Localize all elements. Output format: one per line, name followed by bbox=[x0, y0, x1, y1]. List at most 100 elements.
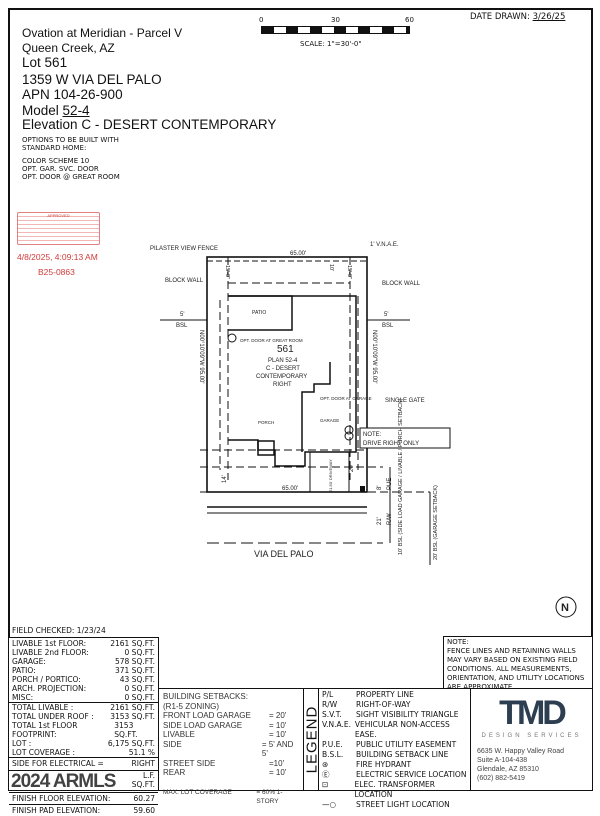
vnae-label: 1' V.N.A.E. bbox=[370, 242, 399, 248]
legend-item-label: ⊡ bbox=[322, 780, 329, 789]
lot-width-top: 65.00' bbox=[290, 251, 306, 257]
area-row-label: LIVABLE 2nd FLOOR: bbox=[12, 648, 89, 657]
setback-row-label: SIDE LOAD GARAGE bbox=[163, 720, 243, 730]
area-row: MISC:0 SQ.FT. bbox=[9, 693, 158, 702]
transformer-icon bbox=[360, 486, 365, 492]
legend-item: —○STREET LIGHT LOCATION bbox=[322, 800, 470, 810]
bsl-right: BSL bbox=[382, 323, 394, 329]
driveway-label: 21.50' DRIVEWAY bbox=[328, 459, 333, 492]
company-suite: Suite A-104-438 bbox=[477, 757, 528, 764]
company-logo: TMD bbox=[499, 694, 567, 732]
area-row-label: ARCH. PROJECTION: bbox=[12, 684, 87, 693]
fence-lf: L.F. bbox=[142, 771, 155, 780]
options-title: OPTIONS TO BE BUILT WITH STANDARD HOME: bbox=[22, 136, 119, 152]
elevation: Elevation C - DESERT CONTEMPORARY bbox=[22, 118, 276, 132]
legend-item-value: SIGHT VISIBILITY TRIANGLE bbox=[356, 710, 459, 719]
area-row-value: 0 SQ.FT. bbox=[124, 684, 155, 693]
area-row-value: 371 SQ.FT. bbox=[114, 666, 155, 675]
bsl-10-label: 10' BSL (SIDE LOAD GARAGE / LIVABLE / PO… bbox=[398, 398, 404, 555]
address: 1359 W VIA DEL PALO bbox=[22, 72, 162, 87]
electrical-label: SIDE FOR ELECTRICAL = bbox=[12, 759, 104, 768]
block-wall-left: BLOCK WALL bbox=[165, 278, 204, 284]
model-value: 52-4 bbox=[62, 103, 90, 118]
stamp-date: 4/8/2025, 4:09:13 AM bbox=[17, 252, 98, 262]
pilaster-label: PILASTER VIEW FENCE bbox=[150, 246, 218, 252]
elevation-label: Elevation bbox=[22, 117, 78, 132]
legend-item-label: ⊛ bbox=[322, 760, 329, 769]
legend-item-value: ELEC. TRANSFORMER LOCATION bbox=[354, 780, 436, 799]
total-row-label: LOT : bbox=[12, 739, 32, 748]
legend-item-value: PUBLIC UTILITY EASEMENT bbox=[356, 740, 457, 749]
rw-label: R/W bbox=[387, 513, 393, 525]
area-row-label: LIVABLE 1st FLOOR: bbox=[12, 639, 87, 648]
total-row: TOTAL LIVABLE :2161 SQ.FT. bbox=[9, 703, 158, 712]
lot-width-bottom: 65.00' bbox=[282, 486, 298, 492]
legend-item-label: S.V.T. bbox=[322, 710, 342, 719]
area-row-label: GARAGE: bbox=[12, 657, 46, 666]
area-row-value: 0 SQ.FT. bbox=[124, 648, 155, 657]
legend-item-label: R/W bbox=[322, 700, 338, 709]
setbacks-title: BUILDING SETBACKS: bbox=[163, 692, 248, 701]
drive-note-title: NOTE: bbox=[363, 432, 382, 438]
apn: APN 104-26-900 bbox=[22, 88, 123, 102]
pad-elevation-label: FINISH PAD ELEVATION: bbox=[12, 806, 101, 815]
lot-line: Lot 561 bbox=[22, 56, 67, 70]
setback-row: FRONT LOAD GARAGE= 20' bbox=[163, 711, 299, 721]
bsl-right-dim: 5' bbox=[384, 312, 388, 318]
total-row: LOT COVERAGE :51.1 % bbox=[9, 748, 158, 757]
lot-number: 561 bbox=[44, 55, 68, 70]
max-coverage-label: MAX. LOT COVERAGE bbox=[163, 788, 232, 796]
drive-note-box bbox=[359, 427, 451, 449]
total-row-label: TOTAL UNDER ROOF : bbox=[12, 712, 94, 721]
permit-number: B25-0863 bbox=[38, 267, 75, 277]
fire-hydrant-icon bbox=[344, 425, 354, 435]
note-title: NOTE: bbox=[447, 638, 469, 646]
area-row: PORCH / PORTICO:43 SQ.FT. bbox=[9, 675, 158, 684]
pad-elevation-row: FINISH PAD ELEVATION: 59.60 bbox=[9, 805, 158, 816]
pue-label: PUE bbox=[387, 478, 393, 490]
legend-item-label: B.S.L. bbox=[322, 750, 344, 759]
legend-item-label: —○ bbox=[322, 800, 337, 809]
date-drawn-value: 3/26/25 bbox=[532, 12, 566, 22]
note-text: FENCE LINES AND RETAINING WALLS MAY VARY… bbox=[447, 647, 585, 691]
legend-item-value: BUILDING SETBACK LINE bbox=[356, 750, 449, 759]
lot-label: Lot bbox=[22, 55, 41, 70]
total-row-label: TOTAL LIVABLE : bbox=[12, 703, 74, 712]
dim-20: 20' bbox=[349, 464, 355, 472]
area-row-value: 2161 SQ.FT. bbox=[110, 639, 155, 648]
pad-elevation-value: 59.60 bbox=[133, 806, 155, 815]
electrical-row: SIDE FOR ELECTRICAL = RIGHT bbox=[9, 758, 158, 771]
legend-item-value: FIRE HYDRANT bbox=[356, 760, 412, 769]
option-item: COLOR SCHEME 10 bbox=[22, 157, 90, 165]
total-row-label: LOT COVERAGE : bbox=[12, 748, 76, 757]
legend-item: ⊡ ELEC. TRANSFORMER LOCATION bbox=[322, 780, 470, 800]
total-row-value: 3153 SQ.FT. bbox=[110, 712, 155, 721]
area-row: LIVABLE 1st FLOOR: 2161 SQ.FT. bbox=[9, 639, 158, 648]
legend-item-value: PROPERTY LINE bbox=[356, 690, 414, 699]
fire-hydrant-icon bbox=[227, 333, 237, 343]
legend-item: P/L PROPERTY LINE bbox=[322, 690, 470, 700]
area-row: PATIO:371 SQ.FT. bbox=[9, 666, 158, 675]
electrical-value: RIGHT bbox=[131, 759, 155, 768]
company-block: TMD DESIGN SERVICES 6635 W. Happy Valley… bbox=[470, 688, 593, 791]
legend-item-label: P.U.E. bbox=[322, 740, 343, 749]
fence-rows: L.F. SQ.FT. 2024 ARMLS bbox=[9, 771, 158, 793]
total-row: LOT :6,175 SQ.FT. bbox=[9, 739, 158, 748]
area-table: LIVABLE 1st FLOOR: 2161 SQ.FT. LIVABLE 2nd… bbox=[8, 637, 159, 815]
legend-item-value: ELECTRIC SERVICE LOCATION bbox=[356, 770, 467, 779]
company-address: 6635 W. Happy Valley Road bbox=[477, 748, 565, 755]
general-note: NOTE: FENCE LINES AND RETAINING WALLS MA… bbox=[443, 636, 593, 691]
total-row-value: 3153 SQ.FT. bbox=[114, 721, 138, 739]
lot-number-plan: 561 bbox=[277, 344, 294, 355]
legend-item: B.S.L. BUILDING SETBACK LINE bbox=[322, 750, 470, 760]
company-tagline: DESIGN SERVICES bbox=[481, 733, 582, 739]
plan-hand: RIGHT bbox=[273, 382, 292, 388]
svg-text:N: N bbox=[561, 602, 569, 614]
legend-item-label: P/L bbox=[322, 690, 334, 699]
legend-item: P.U.E. PUBLIC UTILITY EASEMENT bbox=[322, 740, 470, 750]
rear-setback-right: 15'-8" bbox=[346, 265, 352, 279]
side-bearing-right: N00°10'09"W 95.00' bbox=[371, 330, 377, 384]
north-arrow-icon bbox=[555, 596, 577, 618]
